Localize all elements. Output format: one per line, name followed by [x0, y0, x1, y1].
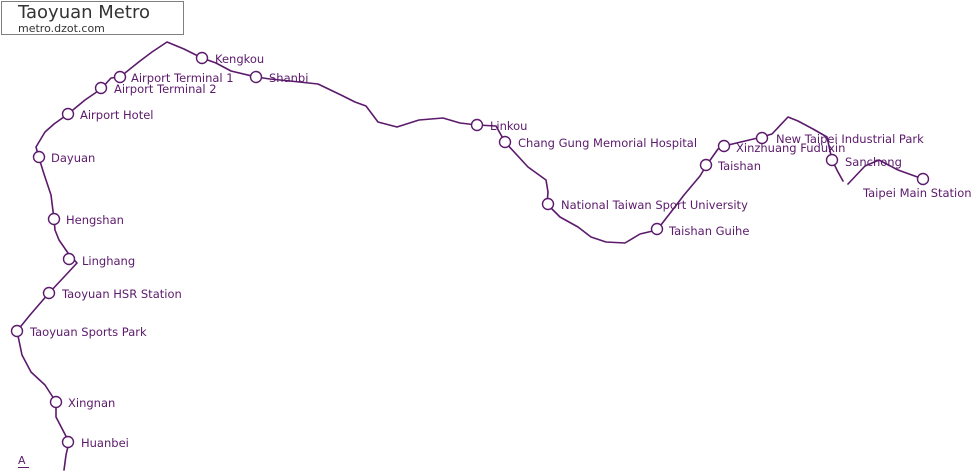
station-label-xinzhuang-fuduxin[interactable]: Xinzhuang Fuduxin — [736, 141, 845, 155]
station-marker-taoyuan-hsr-station[interactable] — [42, 286, 56, 300]
station-label-taipei-main-station[interactable]: Taipei Main Station — [862, 186, 972, 200]
station-marker-sanchong[interactable] — [825, 153, 839, 167]
station-label-chang-gung-memorial-hospital[interactable]: Chang Gung Memorial Hospital — [518, 136, 697, 150]
station-marker-new-taipei-industrial-park[interactable] — [755, 131, 769, 145]
station-label-airport-hotel[interactable]: Airport Hotel — [80, 108, 153, 122]
station-label-airport-terminal-1[interactable]: Airport Terminal 1 — [131, 71, 234, 85]
station-label-taoyuan-hsr-station[interactable]: Taoyuan HSR Station — [61, 287, 182, 301]
station-label-taishan[interactable]: Taishan — [717, 159, 761, 173]
station-marker-airport-terminal-1[interactable] — [113, 70, 127, 84]
station-marker-linghang[interactable] — [62, 252, 76, 266]
station-label-new-taipei-industrial-park[interactable]: New Taipei Industrial Park — [776, 132, 924, 146]
station-marker-airport-terminal-2[interactable] — [94, 81, 108, 95]
station-label-taishan-guihe[interactable]: Taishan Guihe — [668, 224, 749, 238]
station-marker-xinzhuang-fuduxin[interactable] — [717, 139, 731, 153]
metro-line-a-terminus-branch — [847, 159, 924, 185]
map-title-box: Taoyuan Metro metro.dzot.com — [1, 1, 184, 35]
station-marker-national-taiwan-sport-university[interactable] — [541, 197, 555, 211]
station-label-kengkou[interactable]: Kengkou — [215, 52, 264, 66]
station-marker-huanbei[interactable] — [61, 435, 75, 449]
station-marker-taipei-main-station[interactable] — [916, 172, 930, 186]
station-marker-taishan-guihe[interactable] — [650, 222, 664, 236]
station-label-shanbi[interactable]: Shanbi — [269, 71, 308, 85]
station-marker-shanbi[interactable] — [249, 70, 263, 84]
station-label-airport-terminal-2[interactable]: Airport Terminal 2 — [114, 82, 217, 96]
station-label-taoyuan-sports-park[interactable]: Taoyuan Sports Park — [29, 325, 147, 339]
station-label-dayuan[interactable]: Dayuan — [51, 151, 95, 165]
map-source: metro.dzot.com — [18, 22, 105, 35]
station-marker-taishan[interactable] — [699, 158, 713, 172]
map-title: Taoyuan Metro — [18, 2, 150, 23]
stations-layer — [10, 51, 930, 449]
station-label-national-taiwan-sport-university[interactable]: National Taiwan Sport University — [561, 198, 748, 212]
station-label-huanbei[interactable]: Huanbei — [81, 436, 129, 450]
station-marker-xingnan[interactable] — [49, 395, 63, 409]
station-label-linghang[interactable]: Linghang — [82, 254, 135, 268]
station-marker-hengshan[interactable] — [47, 212, 61, 226]
station-label-hengshan[interactable]: Hengshan — [66, 213, 124, 227]
station-marker-taoyuan-sports-park[interactable] — [10, 324, 24, 338]
station-marker-dayuan[interactable] — [32, 150, 46, 164]
metro-line-a — [16, 41, 844, 471]
station-marker-kengkou[interactable] — [195, 51, 209, 65]
station-label-xingnan[interactable]: Xingnan — [68, 396, 115, 410]
station-marker-linkou[interactable] — [470, 118, 484, 132]
station-marker-airport-hotel[interactable] — [61, 107, 75, 121]
line-a-label: A — [18, 454, 29, 468]
station-label-sanchong[interactable]: Sanchong — [845, 155, 902, 169]
station-label-linkou[interactable]: Linkou — [490, 119, 527, 133]
station-marker-chang-gung-memorial-hospital[interactable] — [498, 135, 512, 149]
